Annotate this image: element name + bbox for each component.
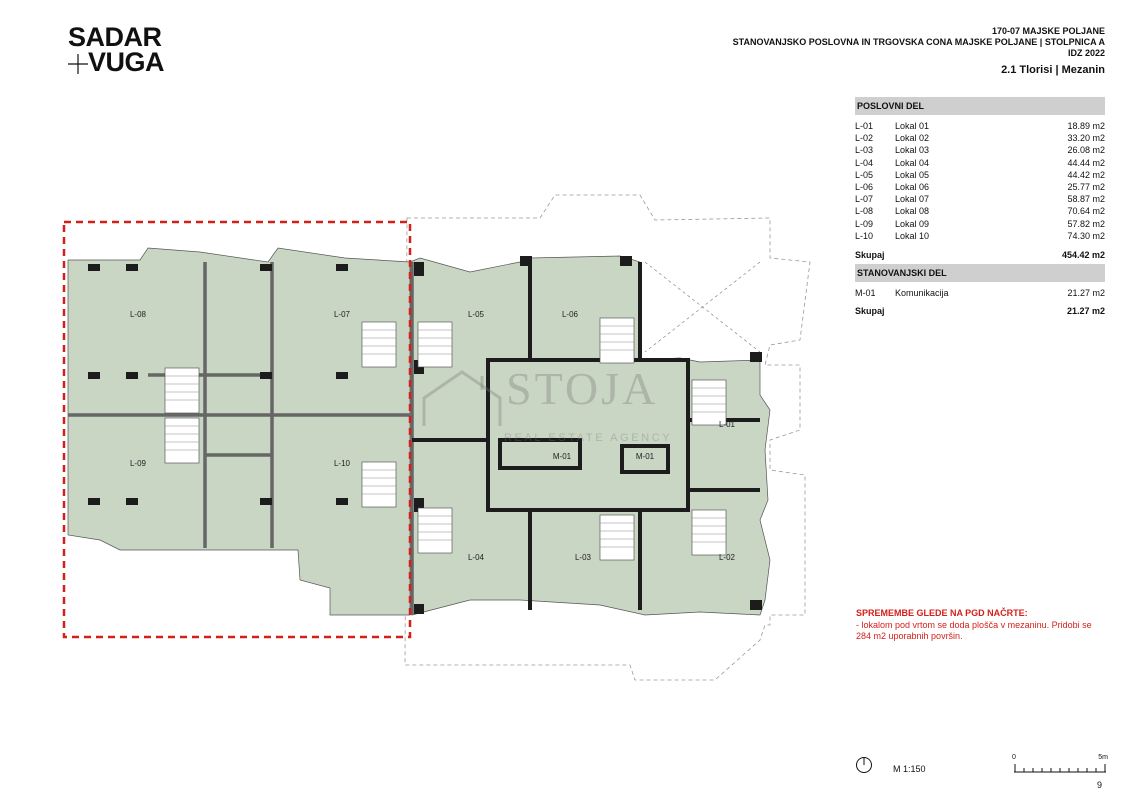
unit-name: Lokal 05 bbox=[895, 169, 930, 180]
area-row: L-04 Lokal 04 44.44 m2 bbox=[855, 157, 1105, 169]
change-highlight bbox=[62, 220, 412, 639]
label-l05: L-05 bbox=[468, 310, 485, 319]
unit-name: Lokal 01 bbox=[895, 121, 930, 131]
total-value: 21.27 m2 bbox=[1066, 306, 1105, 317]
unit-code: L-01 bbox=[855, 121, 874, 131]
sadar-vuga-logo: SADAR VUGA bbox=[68, 24, 178, 78]
unit-code: L-10 bbox=[855, 230, 874, 241]
unit-name: Lokal 06 bbox=[895, 181, 930, 192]
scale-start: 0 bbox=[1012, 754, 1016, 761]
scale-end: 5m bbox=[1098, 754, 1108, 761]
area-row: L-09 Lokal 09 57.82 m2 bbox=[855, 218, 1105, 230]
label-l06: L-06 bbox=[562, 310, 579, 319]
unit-code: L-05 bbox=[855, 169, 874, 180]
area-row: L-02 Lokal 02 33.20 m2 bbox=[855, 132, 1105, 144]
logo-line-1: SADAR bbox=[68, 22, 162, 52]
stairs bbox=[164, 317, 727, 561]
watermark: STOJA REAL ESTATE AGENCY bbox=[420, 362, 720, 452]
scale-ruler bbox=[1014, 764, 1106, 773]
business-rows: L-01 Lokal 01 18.89 m2 L-02 Lokal 02 33.20 m2… bbox=[855, 120, 1105, 242]
project-number: 170-07 MAJSKE POLJANE bbox=[991, 26, 1105, 36]
scale-bar: 0 5m bbox=[1012, 754, 1112, 774]
changes-text: - lokalom pod vrtom se doda plošča v mez… bbox=[856, 619, 1092, 642]
project-phase: IDZ 2022 bbox=[1067, 48, 1105, 58]
area-row: M-01 Komunikacija 21.27 m2 bbox=[855, 287, 1105, 299]
area-row: L-05 Lokal 05 44.42 m2 bbox=[855, 169, 1105, 181]
unit-area: 25.77 m2 bbox=[1067, 181, 1105, 192]
residential-total: Skupaj 21.27 m2 bbox=[855, 304, 1105, 318]
unit-code: L-06 bbox=[855, 181, 874, 192]
area-row: L-01 Lokal 01 18.89 m2 bbox=[855, 120, 1105, 132]
unit-area: 57.82 m2 bbox=[1067, 218, 1105, 229]
floor-right bbox=[409, 255, 771, 616]
label-l03: L-03 bbox=[575, 553, 592, 562]
unit-area: 70.64 m2 bbox=[1067, 206, 1105, 217]
floor-left bbox=[67, 247, 411, 616]
label-l08: L-08 bbox=[130, 310, 147, 319]
watermark-name: STOJA bbox=[506, 363, 659, 414]
unit-name: Lokal 04 bbox=[895, 157, 930, 168]
unit-code: M-01 bbox=[855, 287, 876, 298]
area-row: L-06 Lokal 06 25.77 m2 bbox=[855, 181, 1105, 193]
label-l07: L-07 bbox=[334, 310, 351, 319]
house-icon bbox=[422, 370, 502, 426]
label-l04: L-04 bbox=[468, 553, 485, 562]
watermark-tagline: REAL ESTATE AGENCY bbox=[504, 432, 673, 444]
label-l01: L-01 bbox=[719, 420, 736, 429]
unit-area: 44.42 m2 bbox=[1067, 169, 1105, 180]
business-total: Skupaj 454.42 m2 bbox=[855, 248, 1105, 262]
changes-note: SPREMEMBE GLEDE NA PGD NAČRTE: - lokalom… bbox=[856, 608, 1108, 643]
area-row: L-07 Lokal 07 58.87 m2 bbox=[855, 193, 1105, 205]
area-row: L-08 Lokal 08 70.64 m2 bbox=[855, 205, 1105, 217]
unit-area: 26.08 m2 bbox=[1067, 145, 1105, 156]
north-arrow-icon bbox=[856, 757, 872, 773]
unit-code: L-07 bbox=[855, 194, 874, 205]
project-name: STANOVANJSKO POSLOVNA IN TRGOVSKA CONA M… bbox=[732, 37, 1105, 47]
upper-outline bbox=[404, 194, 811, 681]
unit-name: Lokal 09 bbox=[895, 218, 930, 229]
stair-treads bbox=[165, 325, 726, 548]
scale-label: M 1:150 bbox=[893, 764, 926, 774]
unit-code: L-02 bbox=[855, 133, 874, 144]
area-row: L-10 Lokal 10 74.30 m2 bbox=[855, 230, 1105, 242]
unit-name: Lokal 10 bbox=[895, 230, 930, 241]
unit-name: Lokal 02 bbox=[895, 133, 930, 144]
label-m01-b: M-01 bbox=[636, 452, 655, 461]
total-value: 454.42 m2 bbox=[1061, 249, 1105, 260]
label-l09: L-09 bbox=[130, 459, 147, 468]
unit-name: Lokal 08 bbox=[895, 206, 930, 217]
unit-name: Lokal 07 bbox=[895, 194, 930, 205]
unit-code: L-04 bbox=[855, 157, 874, 168]
unit-name: Lokal 03 bbox=[895, 145, 930, 156]
label-l10: L-10 bbox=[334, 459, 351, 468]
unit-area: 58.87 m2 bbox=[1067, 194, 1105, 205]
unit-name: Komunikacija bbox=[895, 287, 949, 298]
changes-title: SPREMEMBE GLEDE NA PGD NAČRTE: bbox=[856, 608, 1028, 618]
unit-area: 74.30 m2 bbox=[1067, 230, 1105, 241]
title-block: 170-07 MAJSKE POLJANE STANOVANJSKO POSLO… bbox=[733, 26, 1105, 77]
unit-area: 21.27 m2 bbox=[1067, 287, 1105, 298]
unit-area: 33.20 m2 bbox=[1067, 133, 1105, 144]
label-m01-a: M-01 bbox=[553, 452, 572, 461]
unit-code: L-09 bbox=[855, 218, 874, 229]
residential-section-title: STANOVANJSKI DEL bbox=[855, 263, 1105, 282]
business-section-title: POSLOVNI DEL bbox=[855, 97, 1105, 115]
unit-area: 44.44 m2 bbox=[1067, 157, 1105, 168]
area-row: L-03 Lokal 03 26.08 m2 bbox=[855, 144, 1105, 156]
unit-area: 18.89 m2 bbox=[1067, 121, 1105, 131]
sheet-title: 2.1 Tlorisi | Mezanin bbox=[1001, 64, 1105, 76]
logo-line-2: VUGA bbox=[88, 47, 165, 77]
residential-rows: M-01 Komunikacija 21.27 m2 bbox=[855, 287, 1105, 299]
logo-plus-icon bbox=[68, 54, 88, 74]
floor-plan: L-08 L-07 L-09 L-10 L-05 L-06 L-04 L-03 … bbox=[62, 194, 811, 681]
unit-code: L-03 bbox=[855, 145, 874, 156]
page-number: 9 bbox=[1097, 780, 1103, 790]
total-label: Skupaj bbox=[855, 249, 885, 260]
unit-code: L-08 bbox=[855, 206, 874, 217]
label-l02: L-02 bbox=[719, 553, 736, 562]
total-label: Skupaj bbox=[855, 306, 885, 317]
